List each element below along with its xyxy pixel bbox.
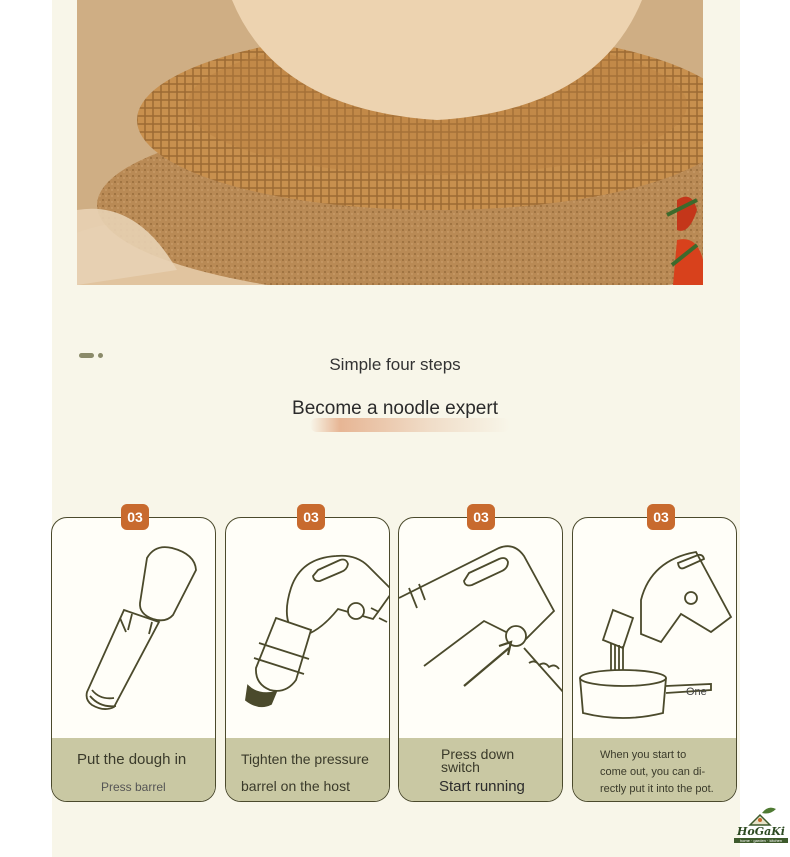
section-title: Become a noodle expert <box>292 398 498 419</box>
section-subtitle: Simple four steps <box>329 355 461 374</box>
carousel-dot-active[interactable] <box>79 353 94 358</box>
barrel-icon <box>85 546 197 710</box>
step-line-1: Press down <box>441 746 515 762</box>
step-card-2: Tighten the pressure barrel on the host <box>225 517 390 802</box>
step-line-1b: switch <box>441 759 480 775</box>
pot-label: One <box>686 686 707 698</box>
brand-logo-text: HoGaKi <box>737 825 785 838</box>
title-highlight <box>310 418 510 432</box>
brand-logo-tagline: home · garden · kitchen <box>734 838 788 843</box>
step-line-2: Start running <box>439 778 525 795</box>
step-caption-band <box>573 738 736 801</box>
step-caption-band <box>52 738 215 801</box>
step-line-2: barrel on the host <box>241 778 350 794</box>
step-line-2: Press barrel <box>101 780 166 794</box>
step-caption-band <box>399 738 562 801</box>
step-badge: 03 <box>121 504 149 530</box>
step-line-1b: come out, you can di- <box>600 766 706 778</box>
pot-icon <box>579 550 733 719</box>
switch-press-icon <box>399 545 562 693</box>
noodle-machine-icon <box>245 554 389 708</box>
step-card-4: One When you start to come out, you can … <box>572 517 737 802</box>
step-badge: 03 <box>467 504 495 530</box>
step-line-1: Tighten the pressure <box>241 751 369 767</box>
step-caption-band <box>226 738 389 801</box>
carousel-dot[interactable] <box>98 353 103 358</box>
step-badge: 03 <box>297 504 325 530</box>
step-line-1: When you start to <box>600 749 687 761</box>
step-line-1: Put the dough in <box>77 751 187 768</box>
step-card-1: Put the dough in Press barrel <box>51 517 216 802</box>
product-photo <box>77 0 703 285</box>
step-card-3: Press down switch Start running <box>398 517 563 802</box>
step-badge: 03 <box>647 504 675 530</box>
brand-logo-icon <box>748 807 776 826</box>
step-line-2: rectly put it into the pot. <box>600 783 714 795</box>
